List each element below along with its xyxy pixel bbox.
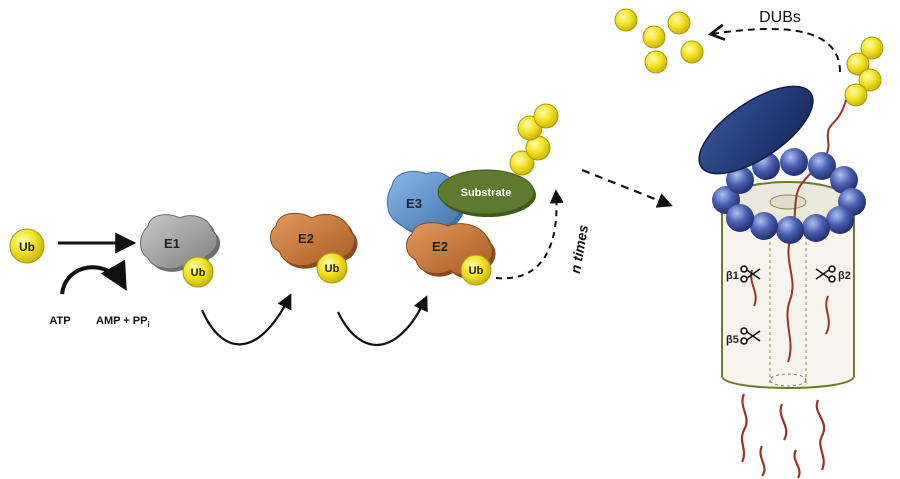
beta2-site: β2 [815, 265, 851, 283]
substrate-label: Substrate [461, 187, 512, 199]
beta1-label: β1 [726, 270, 739, 282]
free-ub-label: Ub [19, 240, 35, 254]
n-times-label: n times [567, 223, 591, 274]
dubs-label: DUBs [759, 9, 801, 26]
transfer-arrow-e1-e2 [200, 293, 292, 346]
scissors-icon [740, 327, 761, 345]
atp-curved-arrow [60, 259, 127, 295]
proteasome-lid [698, 85, 814, 175]
amp-label: AMP + PPi [96, 315, 150, 329]
scissors-icon [740, 265, 761, 283]
complex-bound-ubiquitin: Ub [460, 254, 492, 286]
beta5-label: β5 [726, 334, 739, 346]
e1-ub-label: Ub [191, 267, 206, 279]
e2-label: E2 [298, 231, 314, 246]
polyubiquitin-chain [509, 103, 559, 176]
proteasome-ubiquitin-chain [844, 36, 884, 107]
e1-bound-ubiquitin: Ub [182, 256, 214, 288]
proteasome-ring [712, 148, 866, 244]
peptide-fragments [740, 393, 826, 479]
to-proteasome-arrow [581, 168, 673, 208]
dubs-arrow [707, 23, 841, 73]
complex-ub-label: Ub [469, 265, 484, 277]
complex-e2-label: E2 [432, 239, 448, 254]
e2-ub-label: Ub [325, 263, 340, 275]
n-times-arrow [495, 189, 564, 280]
transfer-arrow-e2-e3 [337, 295, 428, 347]
beta5-site: β5 [726, 327, 761, 346]
beta1-site: β1 [726, 265, 761, 283]
proteasome: β1 β2 β5 [698, 85, 866, 389]
proteasome-core [721, 208, 855, 389]
atp-label: ATP [49, 315, 70, 327]
recycled-ubiquitin [614, 8, 704, 74]
e1-label: E1 [164, 236, 180, 251]
free-ubiquitin: Ub [9, 228, 45, 264]
substrate-protein: Substrate [437, 169, 536, 217]
beta2-label: β2 [838, 270, 851, 282]
e2-bound-ubiquitin: Ub [316, 252, 348, 284]
e3-label: E3 [406, 196, 422, 211]
scissors-icon [815, 265, 836, 283]
